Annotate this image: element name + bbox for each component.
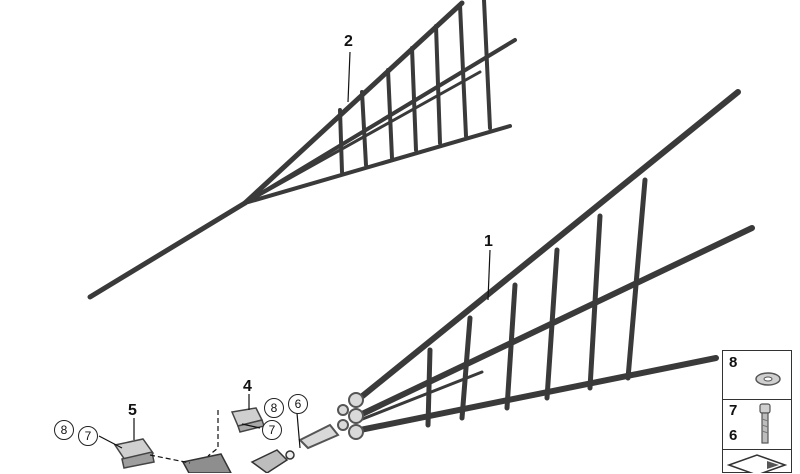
washer-icon [755,372,781,386]
clamp-5 [113,438,155,469]
callout-7-circle-left: 7 [78,426,98,446]
callout-8-circle: 8 [264,398,284,418]
callout-1: 1 [484,233,493,250]
legend-row-8: 8 [723,351,791,400]
bracket [181,449,295,473]
net-fitting [298,392,364,450]
callout-4: 4 [243,378,252,395]
callout-6-circle: 6 [288,394,308,414]
parts-legend: 8 7 6 [722,350,792,473]
callout-7-circle: 7 [262,420,282,440]
legend-number-8: 8 [729,354,738,371]
cargo-net-2 [87,0,517,300]
arrow-icon [727,454,787,473]
legend-number-7: 7 [729,402,738,419]
callout-5: 5 [128,402,137,419]
legend-row-arrow [723,449,791,474]
callout-2: 2 [344,33,353,50]
callout-8-circle-left: 8 [54,420,74,440]
legend-row-7-6: 7 6 [723,399,791,450]
cargo-net-1 [357,89,755,433]
screw-icon [759,403,771,444]
leader-lines [98,51,491,464]
legend-number-6: 6 [729,427,738,444]
